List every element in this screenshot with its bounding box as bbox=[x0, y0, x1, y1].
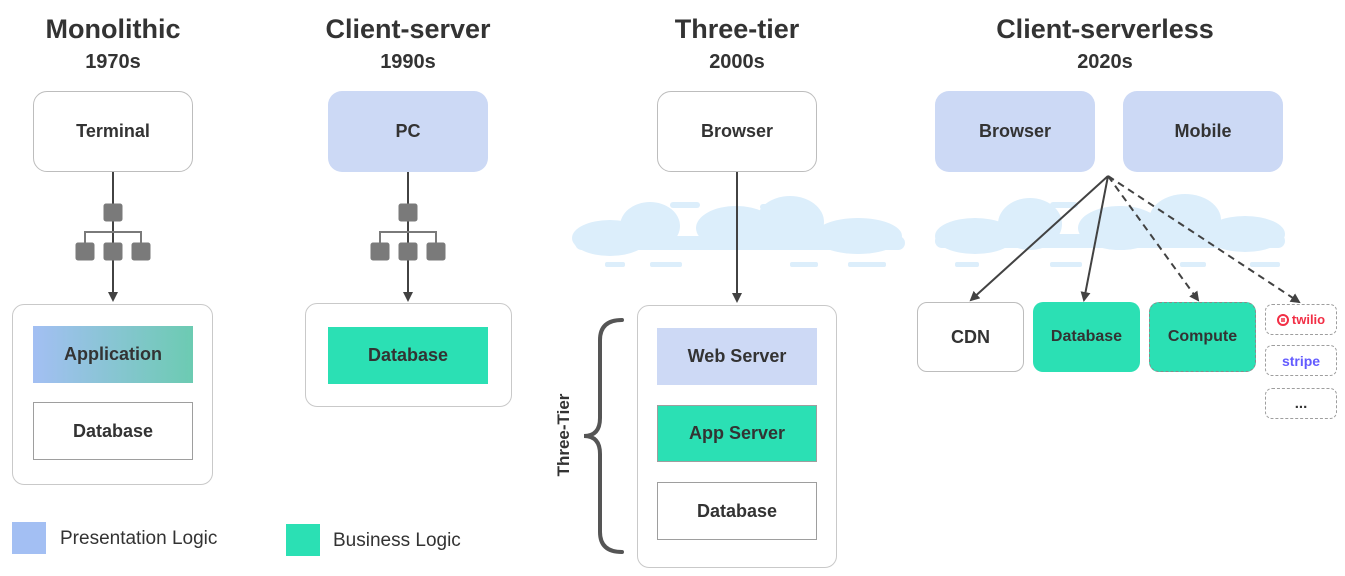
database-layer: Database bbox=[328, 327, 488, 384]
twilio-label: twilio bbox=[1291, 312, 1326, 327]
application-layer: Application bbox=[33, 326, 193, 383]
title-client-serverless: Client-serverless bbox=[996, 14, 1214, 44]
terminal-node: Terminal bbox=[33, 91, 193, 172]
pc-node: PC bbox=[328, 91, 488, 172]
brace-icon bbox=[583, 318, 624, 554]
app-server-layer: App Server bbox=[657, 405, 817, 462]
more-providers: ... bbox=[1265, 388, 1337, 419]
three-tier-bracket-label: Three-Tier bbox=[554, 393, 573, 477]
era-three-tier: 2000s bbox=[709, 51, 765, 73]
browser-node: Browser bbox=[657, 91, 817, 172]
legend-label-presentation: Presentation Logic bbox=[60, 528, 218, 549]
era-client-serverless: 2020s bbox=[1077, 51, 1133, 73]
cloud-icon bbox=[572, 196, 905, 267]
legend-swatch-presentation bbox=[12, 522, 46, 554]
browser-node: Browser bbox=[935, 91, 1095, 172]
title-three-tier: Three-tier bbox=[674, 14, 800, 44]
twilio-icon bbox=[1276, 313, 1289, 326]
title-monolithic: Monolithic bbox=[45, 14, 181, 44]
compute-service: Compute bbox=[1149, 302, 1256, 372]
era-client-server: 1990s bbox=[380, 51, 436, 73]
mobile-node: Mobile bbox=[1123, 91, 1283, 172]
database-layer: Database bbox=[657, 482, 817, 540]
web-server-layer: Web Server bbox=[657, 328, 817, 385]
legend-swatch-business bbox=[286, 524, 320, 556]
title-client-server: Client-server bbox=[325, 14, 491, 44]
cloud-icon bbox=[935, 194, 1285, 267]
legend-label-business: Business Logic bbox=[333, 530, 461, 551]
hierarchy-icon bbox=[370, 203, 446, 261]
hierarchy-icon bbox=[75, 203, 151, 261]
cdn-service: CDN bbox=[917, 302, 1024, 372]
era-monolithic: 1970s bbox=[85, 51, 141, 73]
database-service: Database bbox=[1033, 302, 1140, 372]
stripe-logo: stripe bbox=[1265, 345, 1337, 376]
database-layer: Database bbox=[33, 402, 193, 460]
twilio-logo: twilio bbox=[1265, 304, 1337, 335]
